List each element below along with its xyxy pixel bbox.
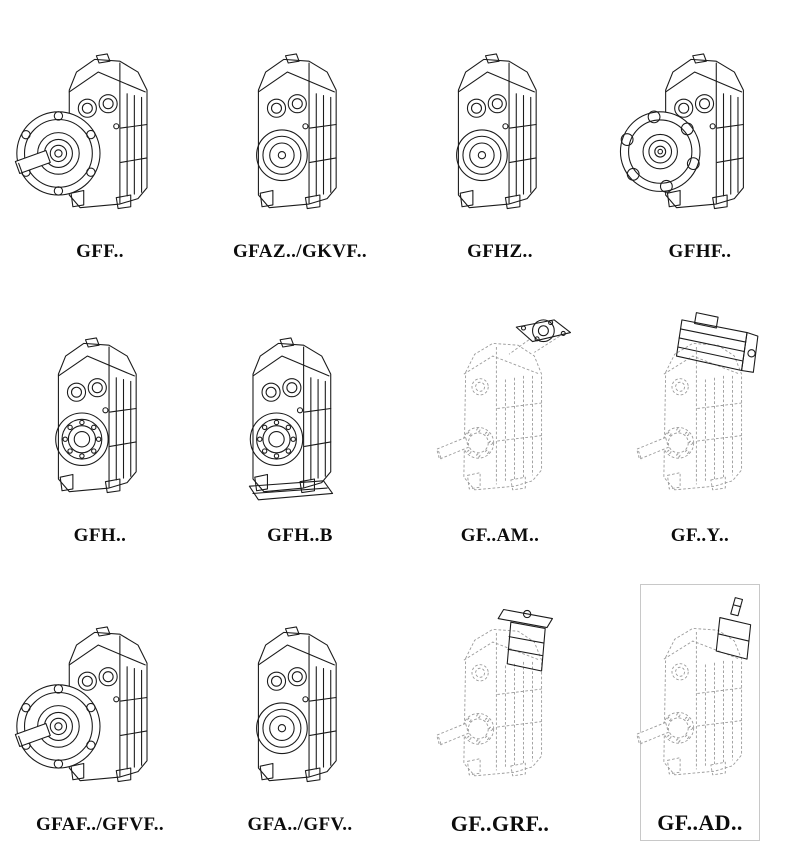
figure-label: GF..AD.. bbox=[657, 809, 743, 835]
figure-cell-gfaf-gfvf: GFAF../GFVF.. bbox=[14, 584, 164, 841]
gearbox-drawing bbox=[606, 585, 794, 811]
figure-cell-gfh: GFH.. bbox=[40, 300, 160, 552]
figure-cell-gf-y: GF..Y.. bbox=[636, 300, 760, 552]
figure-label: GFH..B bbox=[267, 524, 333, 546]
figure-label: GF..GRF.. bbox=[450, 810, 550, 836]
figure-label: GFA../GFV.. bbox=[247, 814, 353, 836]
flange-shaft-gearbox-drawing bbox=[14, 53, 148, 210]
figure-label: GFHF.. bbox=[668, 241, 732, 262]
figure-label: GFAZ../GKVF.. bbox=[233, 241, 367, 262]
figure-label: GFF.. bbox=[76, 241, 124, 262]
figure-cell-gfaz-gkvf: GFAZ../GKVF.. bbox=[233, 16, 367, 268]
figure-label: GFH.. bbox=[73, 524, 127, 546]
gearbox-drawing bbox=[606, 16, 794, 242]
shaft-mounted-gearbox-base-drawing bbox=[248, 337, 334, 501]
hollow-bore-gearbox-drawing bbox=[256, 626, 337, 783]
figure-cell-gfh-b: GFH..B bbox=[240, 300, 360, 552]
gearbox-drawing bbox=[6, 16, 194, 242]
phantom-gearbox-input-flange-drawing bbox=[436, 319, 572, 491]
catalog-grid: GFF.. GFAZ../GKVF.. GFHZ.. GFHF.. GFH.. … bbox=[14, 16, 760, 841]
gearbox-drawing bbox=[406, 586, 594, 812]
phantom-gearbox-adapter-drawing bbox=[436, 608, 553, 777]
gearbox-drawing bbox=[206, 300, 394, 526]
gearbox-drawing bbox=[406, 300, 594, 526]
gearbox-drawing bbox=[6, 589, 194, 815]
figure-label: GFHZ.. bbox=[467, 241, 533, 262]
gearbox-drawing bbox=[206, 589, 394, 815]
figure-cell-gfhz: GFHZ.. bbox=[440, 16, 560, 268]
gearbox-drawing bbox=[406, 16, 594, 242]
hollow-bore-gearbox-drawing bbox=[256, 53, 337, 210]
shaft-mounted-gearbox-drawing bbox=[55, 337, 137, 493]
hollow-bore-gearbox-drawing bbox=[456, 53, 537, 210]
figure-cell-gfhf: GFHF.. bbox=[619, 16, 760, 268]
figure-label: GFAF../GFVF.. bbox=[36, 814, 165, 836]
flange-hollow-gearbox-drawing bbox=[619, 53, 744, 210]
figure-label: GF..AM.. bbox=[460, 524, 540, 546]
flange-shaft-gearbox-drawing bbox=[14, 626, 148, 783]
gearbox-drawing bbox=[206, 16, 394, 242]
gearbox-drawing bbox=[6, 300, 194, 526]
figure-cell-gff: GFF.. bbox=[14, 16, 160, 268]
gearbox-drawing bbox=[606, 300, 794, 526]
figure-cell-gf-ad: GF..AD.. bbox=[636, 583, 760, 841]
figure-label: GF..Y.. bbox=[670, 524, 730, 546]
figure-cell-gfa-gfv: GFA../GFV.. bbox=[240, 584, 360, 841]
figure-cell-gf-am: GF..AM.. bbox=[436, 300, 572, 552]
phantom-gearbox-shaft-adapter-drawing bbox=[636, 596, 752, 776]
figure-cell-gf-grf: GF..GRF.. bbox=[436, 584, 560, 841]
phantom-gearbox-motor-drawing bbox=[636, 312, 759, 491]
